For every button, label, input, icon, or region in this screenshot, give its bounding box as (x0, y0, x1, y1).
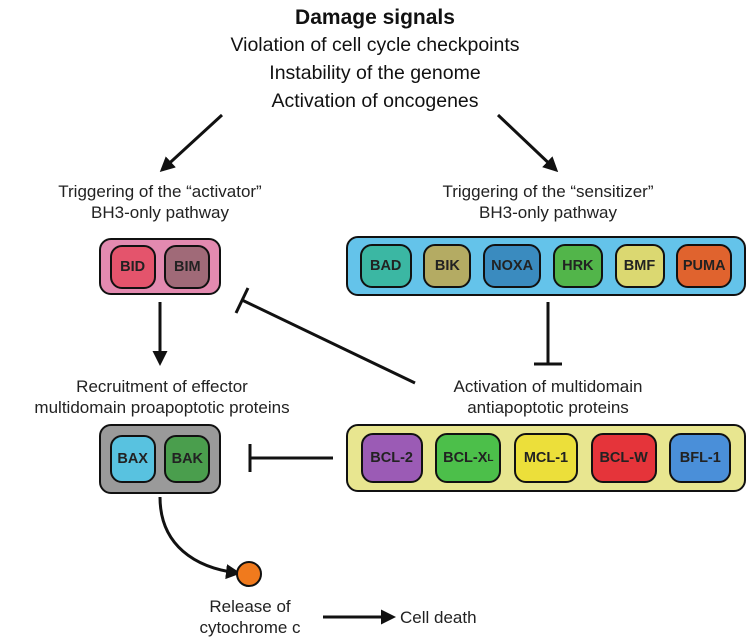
damage-signal-2: Instability of the genome (269, 62, 481, 84)
activator-label-line-1: Triggering of the “activator” (58, 182, 262, 201)
protein-noxa: NOXA (483, 244, 542, 288)
cytochrome-c-dot (236, 561, 262, 587)
antiapoptotic-label: Activation of multidomain antiapoptotic … (398, 376, 698, 418)
protein-bax: BAX (109, 435, 156, 483)
protein-bcl-2: BCL-2 (360, 433, 423, 483)
activator-label: Triggering of the “activator” BH3-only p… (10, 181, 310, 223)
protein-bcl-xl-label: BCL-X (443, 450, 488, 466)
inhibit-antiapoptotic-to-effector (248, 444, 333, 472)
cell-death-label: Cell death (400, 608, 477, 627)
effector-group: BAX BAK (99, 424, 221, 494)
effector-label-line-2: multidomain proapoptotic proteins (34, 398, 290, 417)
effector-label: Recruitment of effector multidomain proa… (2, 376, 322, 418)
damage-signal-3: Activation of oncogenes (271, 90, 479, 112)
sensitizer-label-line-1: Triggering of the “sensitizer” (442, 182, 654, 201)
release-label-line-2: cytochrome c (199, 618, 301, 637)
protein-bmf: BMF (614, 244, 665, 288)
arrow-to-activator (159, 113, 224, 173)
inhibit-antiapoptotic-to-activator (234, 287, 416, 385)
damage-signal-1: Violation of cell cycle checkpoints (230, 34, 520, 56)
protein-bfl-1-label: BFL-1 (679, 450, 721, 466)
release-label-line-1: Release of (209, 597, 291, 616)
protein-bcl-2-label: BCL-2 (370, 450, 413, 466)
protein-bik: BIK (423, 244, 472, 288)
activator-group: BID BIM (99, 238, 221, 295)
protein-bak: BAK (164, 435, 211, 483)
diagram-title: Damage signals (295, 6, 455, 29)
protein-puma: PUMA (676, 244, 733, 288)
sensitizer-label: Triggering of the “sensitizer” BH3-only … (398, 181, 698, 223)
protein-mcl-1-label: MCL-1 (523, 450, 569, 466)
protein-bid: BID (109, 244, 156, 289)
antiapoptotic-label-line-1: Activation of multidomain (453, 377, 643, 396)
protein-bcl-xl-subscript: L (487, 452, 494, 464)
antiapoptotic-label-line-2: antiapoptotic proteins (467, 398, 629, 417)
release-label: Release of cytochrome c (170, 596, 330, 638)
sensitizer-group: BAD BIK NOXA HRK BMF PUMA (346, 236, 746, 296)
arrow-to-sensitizer (496, 113, 559, 173)
inhibit-sensitizer-to-antiapoptotic (534, 302, 562, 366)
effector-label-line-1: Recruitment of effector (76, 377, 248, 396)
sensitizer-label-line-2: BH3-only pathway (479, 203, 617, 222)
protein-bcl-w-label: BCL-W (599, 450, 648, 466)
protein-hrk: HRK (552, 244, 603, 288)
protein-bfl-1: BFL-1 (669, 433, 732, 483)
protein-bim: BIM (164, 244, 211, 289)
activator-label-line-2: BH3-only pathway (91, 203, 229, 222)
arrow-effector-to-release (158, 496, 241, 580)
protein-bcl-w: BCL-W (590, 433, 657, 483)
protein-bad: BAD (359, 244, 412, 288)
protein-mcl-1: MCL-1 (513, 433, 578, 483)
